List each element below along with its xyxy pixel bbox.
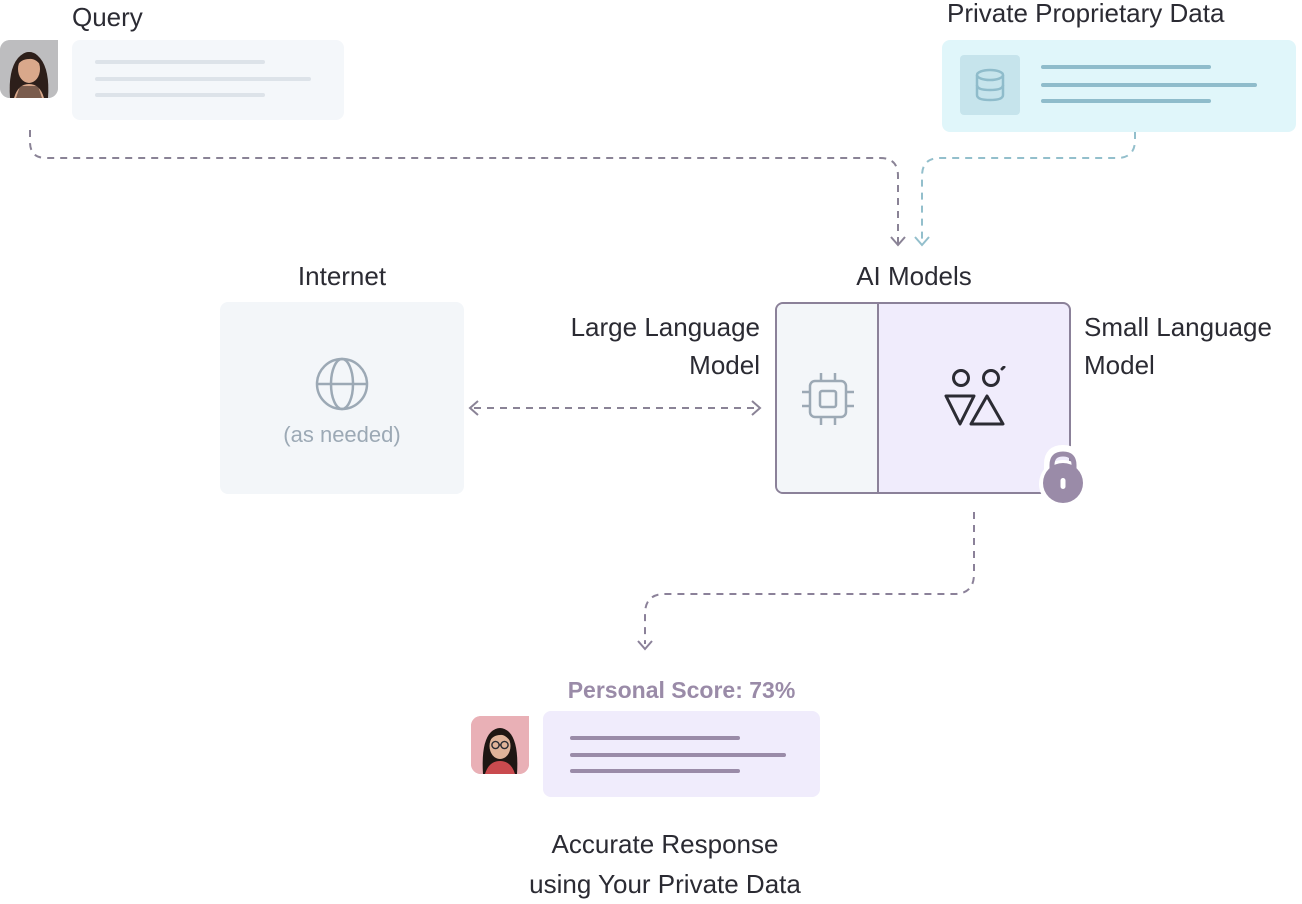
ai-models-card xyxy=(775,302,1071,494)
small-language-model-label-line1: Small Language xyxy=(1084,312,1272,342)
response-caption-line1: Accurate Response xyxy=(551,829,779,859)
arrow-models-to-response xyxy=(644,512,975,644)
query-text-line xyxy=(95,77,311,81)
lock-icon xyxy=(1039,444,1087,508)
small-language-model-panel xyxy=(879,304,1069,492)
small-language-model-label: Small Language Model xyxy=(1084,308,1300,384)
private-data-line xyxy=(1041,99,1211,103)
user-avatar-response xyxy=(471,716,529,774)
private-data-title: Private Proprietary Data xyxy=(947,0,1225,28)
response-text-line xyxy=(570,736,740,740)
database-icon xyxy=(975,68,1005,102)
response-card xyxy=(543,711,820,797)
query-title: Query xyxy=(72,2,143,32)
large-language-model-label: Large Language Model xyxy=(520,308,760,384)
query-text-line xyxy=(95,93,265,97)
cpu-chip-icon xyxy=(802,373,854,425)
lock-badge xyxy=(1033,440,1093,508)
private-data-line xyxy=(1041,65,1211,69)
arrow-response-head xyxy=(637,640,653,651)
large-language-model-label-line1: Large Language xyxy=(570,312,760,342)
internet-card: (as needed) xyxy=(220,302,464,494)
arrow-internet-llm-head-left xyxy=(468,400,479,416)
response-caption-line2: using Your Private Data xyxy=(529,869,801,899)
private-data-card xyxy=(942,40,1296,132)
arrow-internet-llm-head-right xyxy=(751,400,762,416)
internet-title: Internet xyxy=(297,261,387,291)
database-icon-tile xyxy=(960,55,1020,115)
arrow-query-head xyxy=(890,236,906,247)
query-card xyxy=(72,40,344,120)
arrow-query-to-models xyxy=(29,130,899,244)
globe-icon xyxy=(315,357,369,411)
internet-note: (as needed) xyxy=(283,422,401,447)
arrow-private-head xyxy=(914,236,930,247)
arrow-private-to-models xyxy=(921,132,1136,244)
user-avatar-query xyxy=(0,40,58,98)
large-language-model-label-line2: Model xyxy=(689,350,760,380)
shapes-icon xyxy=(944,366,1006,426)
person-portrait-icon xyxy=(471,716,529,774)
person-portrait-icon xyxy=(0,40,58,98)
large-language-model-panel xyxy=(777,304,879,492)
response-caption: Accurate Response using Your Private Dat… xyxy=(465,824,865,904)
query-text-line xyxy=(95,60,265,64)
private-data-line xyxy=(1041,83,1257,87)
small-language-model-label-line2: Model xyxy=(1084,350,1155,380)
personal-score: Personal Score: 73% xyxy=(567,677,796,703)
response-text-line xyxy=(570,769,740,773)
ai-models-title: AI Models xyxy=(856,261,972,291)
response-text-line xyxy=(570,753,786,757)
